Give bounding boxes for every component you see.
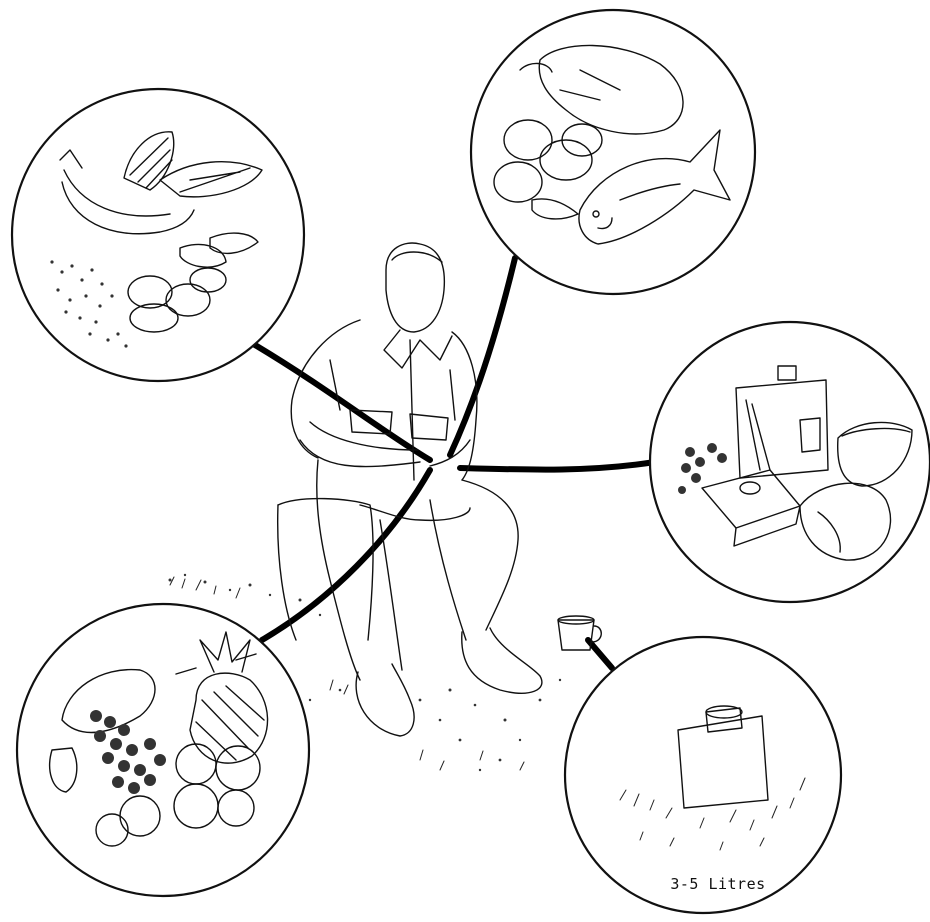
water-amount-label: 3-5 Litres — [628, 875, 808, 893]
food-group-water — [565, 637, 841, 913]
connector-oils — [460, 462, 655, 470]
food-group-cereals — [12, 89, 304, 381]
connector-protein — [450, 258, 515, 455]
food-group-protein — [471, 10, 755, 294]
connector-water — [588, 640, 612, 668]
connector-cereals — [255, 345, 430, 460]
food-group-fruits — [17, 604, 309, 896]
food-group-oils — [650, 322, 930, 602]
connector-fruits — [262, 470, 430, 640]
